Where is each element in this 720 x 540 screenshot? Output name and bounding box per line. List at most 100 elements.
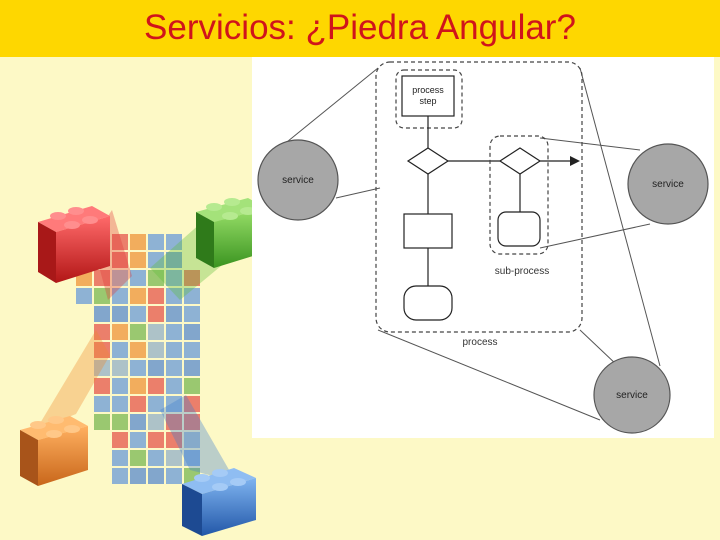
- grid-cell: [112, 450, 128, 466]
- grid-cell: [184, 270, 200, 286]
- grid-cell: [94, 288, 110, 304]
- grid-cell: [166, 306, 182, 322]
- grid-cell: [166, 378, 182, 394]
- grid-cell: [94, 414, 110, 430]
- grid-cell: [148, 414, 164, 430]
- process-step-box: [401, 75, 455, 117]
- grid-cell: [166, 234, 182, 250]
- sub-process-task: [497, 211, 541, 247]
- grid-cell: [184, 432, 200, 448]
- grid-cell: [130, 288, 146, 304]
- grid-cell: [112, 396, 128, 412]
- service-right-label: service: [652, 179, 684, 190]
- grid-cell: [112, 234, 128, 250]
- grid-cell: [112, 360, 128, 376]
- grid-cell: [130, 270, 146, 286]
- grid-cell: [148, 270, 164, 286]
- grid-cell: [130, 414, 146, 430]
- grid-cell: [166, 414, 182, 430]
- grid-cell: [184, 288, 200, 304]
- grid-cell: [112, 468, 128, 484]
- process-label: process: [462, 337, 497, 348]
- grid-cell: [94, 324, 110, 340]
- grid-cell: [94, 270, 110, 286]
- grid-cell: [94, 378, 110, 394]
- grid-cell: [148, 378, 164, 394]
- grid-cell: [184, 342, 200, 358]
- task-box: [403, 213, 453, 249]
- blue-wedge: [160, 395, 236, 482]
- grid-cell: [148, 288, 164, 304]
- grid-cell: [166, 432, 182, 448]
- grid-cell: [112, 432, 128, 448]
- grid-cell: [112, 252, 128, 268]
- grid-cell: [130, 468, 146, 484]
- grid-cell: [148, 306, 164, 322]
- grid-cell: [166, 396, 182, 412]
- service-left-label: service: [282, 175, 314, 186]
- blue-brick: [182, 468, 256, 536]
- grid-cell: [148, 342, 164, 358]
- grid-cell: [130, 252, 146, 268]
- service-circle-bottom: [593, 356, 671, 434]
- grid-cell: [148, 360, 164, 376]
- grid-cell: [184, 324, 200, 340]
- grid-cell: [148, 324, 164, 340]
- grid-cell: [112, 270, 128, 286]
- grid-cell: [76, 288, 92, 304]
- process-container: [375, 61, 583, 333]
- grid-cell: [184, 414, 200, 430]
- grid-cell: [94, 342, 110, 358]
- grid-cell: [130, 324, 146, 340]
- grid-cell: [184, 378, 200, 394]
- end-rounded-box: [403, 285, 453, 321]
- process-step-frame: [395, 69, 463, 129]
- grid-cell: [166, 252, 182, 268]
- grid-cell: [166, 360, 182, 376]
- grid-cell: [130, 306, 146, 322]
- service-circle-left: [257, 139, 339, 221]
- grid-cell: [148, 450, 164, 466]
- grid-cell: [166, 270, 182, 286]
- orange-brick: [20, 416, 88, 486]
- grid-cell: [112, 324, 128, 340]
- service-circle-right: [627, 143, 709, 225]
- grid-cell: [130, 378, 146, 394]
- grid-cell: [112, 306, 128, 322]
- grid-cell: [130, 450, 146, 466]
- grid-cell: [184, 396, 200, 412]
- sub-process-label: sub-process: [495, 266, 549, 277]
- grid-cell: [166, 288, 182, 304]
- grid-cell: [166, 468, 182, 484]
- grid-cell: [148, 468, 164, 484]
- grid-cell: [130, 234, 146, 250]
- process-step-label-line2: step: [419, 96, 436, 106]
- grid-cell: [112, 342, 128, 358]
- service-bottom-label: service: [616, 390, 648, 401]
- grid-cell: [94, 360, 110, 376]
- grid-cell: [130, 396, 146, 412]
- grid-cell: [112, 414, 128, 430]
- grid-cell: [184, 360, 200, 376]
- grid-cell: [184, 306, 200, 322]
- lego-bricks-illustration: [20, 198, 266, 536]
- grid-cell: [130, 432, 146, 448]
- grid-cell: [94, 306, 110, 322]
- brick-grid: [76, 234, 200, 484]
- connector-lines: [281, 67, 661, 421]
- red-brick: [38, 206, 110, 283]
- grid-cell: [130, 360, 146, 376]
- grid-cell: [166, 342, 182, 358]
- slide-title: Servicios: ¿Piedra Angular?: [144, 8, 576, 47]
- process-step-label-line1: process: [412, 85, 444, 95]
- decision-diamond-2: [498, 147, 542, 175]
- grid-cell: [112, 288, 128, 304]
- service-process-diagram: process process step sub-process service…: [252, 57, 714, 438]
- flow-arrowhead: [570, 156, 580, 166]
- orange-wedge: [36, 330, 110, 430]
- decision-diamond-1: [406, 147, 450, 175]
- sub-process-container: [489, 135, 549, 255]
- grid-cell: [130, 342, 146, 358]
- grid-cell: [94, 396, 110, 412]
- grid-cell: [148, 432, 164, 448]
